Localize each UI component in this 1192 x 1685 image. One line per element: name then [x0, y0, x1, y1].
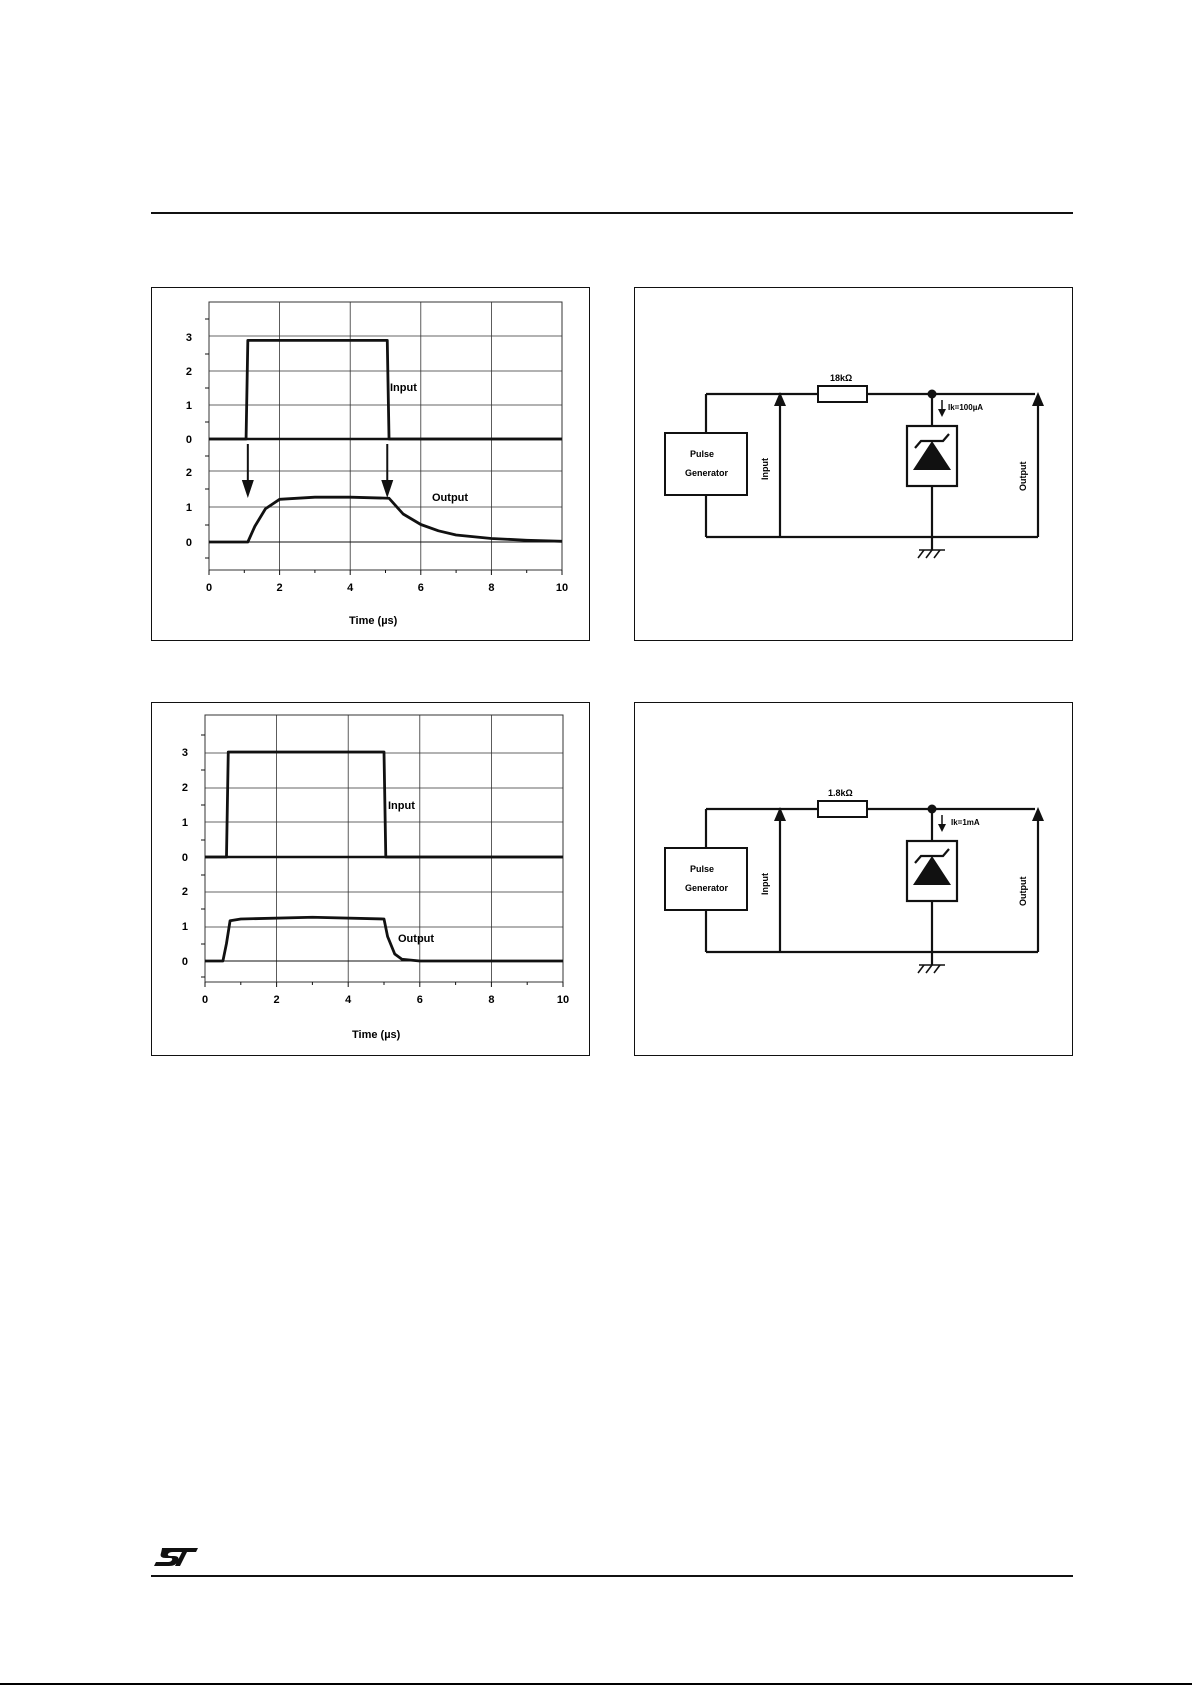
circuit-panel-2: 1.8kΩ Pulse Generator Input Output Ik=1m…	[634, 702, 1073, 1056]
output-y-tick-label: 1	[186, 502, 192, 514]
zener-diode-icon	[907, 841, 957, 901]
footer-rule	[151, 1575, 1073, 1577]
output-voltage-label: Output	[1018, 462, 1028, 492]
x-tick-label: 8	[488, 994, 494, 1006]
input-voltage-label: Input	[760, 458, 770, 480]
junction-node	[928, 805, 937, 814]
series-input-line	[205, 752, 563, 857]
st-logo: ST	[152, 1545, 200, 1569]
output-y-tick-label: 0	[182, 956, 188, 968]
ground-icon	[918, 965, 945, 973]
x-tick-label: 10	[556, 582, 568, 594]
x-tick-label: 6	[417, 994, 423, 1006]
resistor	[818, 801, 867, 817]
x-tick-label: 2	[277, 582, 283, 594]
header-rule	[151, 212, 1073, 214]
x-tick-label: 6	[418, 582, 424, 594]
input-voltage-label: Input	[760, 873, 770, 895]
pulse-generator-box	[665, 433, 747, 495]
series-label-input: Input	[390, 382, 417, 394]
input-voltage-arrow	[774, 392, 786, 537]
current-arrow	[938, 815, 946, 832]
current-label: Ik=100µA	[948, 403, 983, 412]
pulse-generator-box	[665, 848, 747, 910]
series-label-output: Output	[398, 933, 434, 945]
ground-icon	[918, 550, 945, 558]
input-y-tick-label: 1	[182, 817, 188, 829]
output-voltage-arrow	[1032, 392, 1044, 537]
generator-label-line1: Pulse	[690, 449, 714, 459]
resistor	[818, 386, 867, 402]
output-y-tick-label: 0	[186, 537, 192, 549]
output-y-tick-label: 2	[182, 886, 188, 898]
input-y-tick-label: 2	[186, 366, 192, 378]
input-y-tick-label: 0	[182, 852, 188, 864]
generator-label-line1: Pulse	[690, 864, 714, 874]
series-label-input: Input	[388, 800, 415, 812]
input-y-tick-label: 2	[182, 782, 188, 794]
current-arrow	[938, 400, 946, 417]
input-y-tick-label: 1	[186, 400, 192, 412]
x-tick-label: 0	[206, 582, 212, 594]
series-output-line	[205, 917, 563, 961]
input-y-tick-label: 0	[186, 434, 192, 446]
input-y-tick-label: 3	[186, 332, 192, 344]
junction-node	[928, 390, 937, 399]
current-label: Ik=1mA	[951, 818, 980, 827]
x-tick-label: 2	[274, 994, 280, 1006]
series-label-output: Output	[432, 492, 468, 504]
resistor-label: 18kΩ	[830, 373, 852, 383]
input-y-tick-label: 3	[182, 747, 188, 759]
resistor-label: 1.8kΩ	[828, 788, 853, 798]
generator-label-line2: Generator	[685, 468, 729, 478]
x-axis-label: Time (µs)	[352, 1029, 401, 1041]
plot-frame	[209, 302, 562, 570]
x-tick-label: 8	[488, 582, 494, 594]
generator-label-line2: Generator	[685, 883, 729, 893]
x-axis-label: Time (µs)	[349, 615, 398, 627]
series-output-line	[209, 497, 562, 542]
zener-diode-icon	[907, 426, 957, 486]
input-voltage-arrow	[774, 807, 786, 952]
chart-grid	[201, 715, 563, 987]
circuit-panel-1: 18kΩ Pulse Generator Input Output Ik=100…	[634, 287, 1073, 641]
output-voltage-label: Output	[1018, 877, 1028, 907]
output-voltage-arrow	[1032, 807, 1044, 952]
output-y-tick-label: 1	[182, 921, 188, 933]
x-tick-label: 4	[345, 994, 352, 1006]
x-tick-label: 4	[347, 582, 354, 594]
test-circuit-2: 1.8kΩ Pulse Generator Input Output Ik=1m…	[635, 703, 1074, 1057]
x-tick-label: 0	[202, 994, 208, 1006]
transition-arrow-head	[381, 480, 393, 498]
test-circuit-1: 18kΩ Pulse Generator Input Output Ik=100…	[635, 288, 1074, 642]
transition-arrow-head	[242, 480, 254, 498]
output-y-tick-label: 2	[186, 467, 192, 479]
x-tick-label: 10	[557, 994, 569, 1006]
series-input-line	[209, 340, 562, 439]
